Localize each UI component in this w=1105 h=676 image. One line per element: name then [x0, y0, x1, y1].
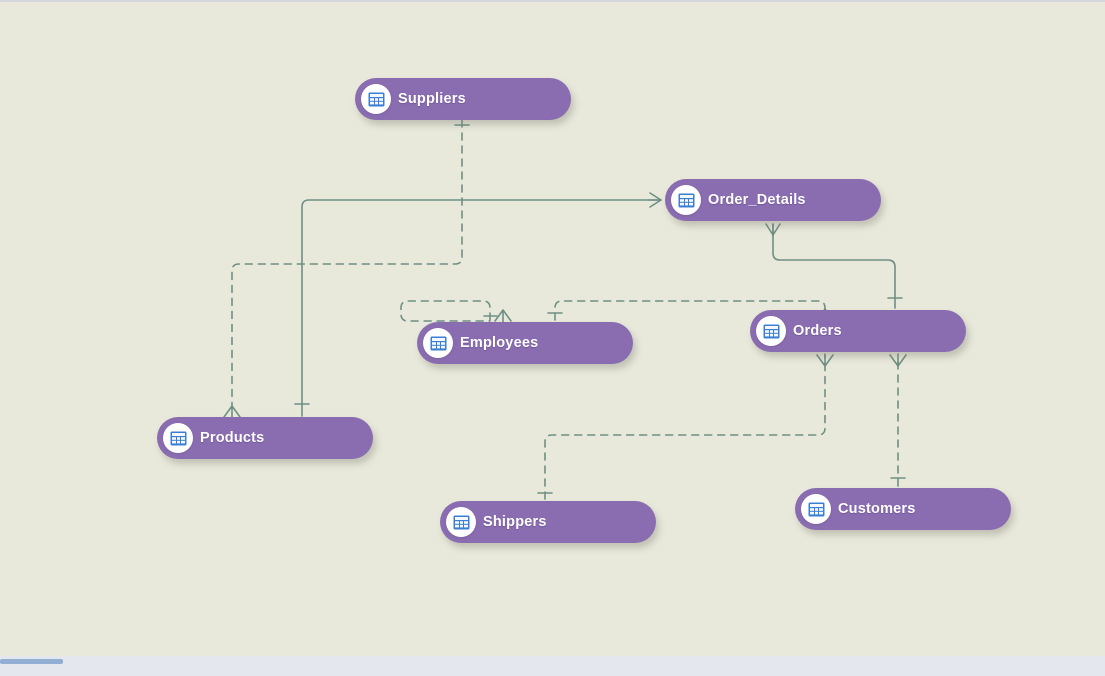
entity-node-products[interactable]: Products — [157, 417, 373, 459]
bottom-strip — [0, 656, 1105, 676]
table-icon — [446, 507, 476, 537]
entity-node-suppliers[interactable]: Suppliers — [355, 78, 571, 120]
entity-label: Products — [200, 430, 265, 446]
table-icon — [671, 185, 701, 215]
table-icon — [801, 494, 831, 524]
entity-label: Employees — [460, 335, 539, 351]
table-icon — [361, 84, 391, 114]
entity-node-employees[interactable]: Employees — [417, 322, 633, 364]
edge-customers-orders — [889, 353, 907, 487]
entity-label: Shippers — [483, 514, 547, 530]
entity-label: Order_Details — [708, 192, 806, 208]
table-icon — [423, 328, 453, 358]
diagram-canvas[interactable]: Suppliers Order_Details — [0, 2, 1105, 656]
entity-node-customers[interactable]: Customers — [795, 488, 1011, 530]
entity-node-order-details[interactable]: Order_Details — [665, 179, 881, 221]
entity-label: Orders — [793, 323, 842, 339]
table-icon — [163, 423, 193, 453]
horizontal-scrollbar[interactable] — [0, 659, 63, 664]
edge-orderdetails-orders — [765, 223, 903, 309]
entity-label: Customers — [838, 501, 916, 517]
entity-label: Suppliers — [398, 91, 466, 107]
edge-suppliers-products — [223, 119, 470, 419]
edge-shippers-orders — [537, 353, 834, 500]
table-icon — [756, 316, 786, 346]
entity-node-shippers[interactable]: Shippers — [440, 501, 656, 543]
entity-node-orders[interactable]: Orders — [750, 310, 966, 352]
canvas-top-divider — [0, 0, 1105, 2]
edge-employees-employees — [400, 300, 512, 323]
edge-orderdetails-products — [294, 192, 662, 417]
